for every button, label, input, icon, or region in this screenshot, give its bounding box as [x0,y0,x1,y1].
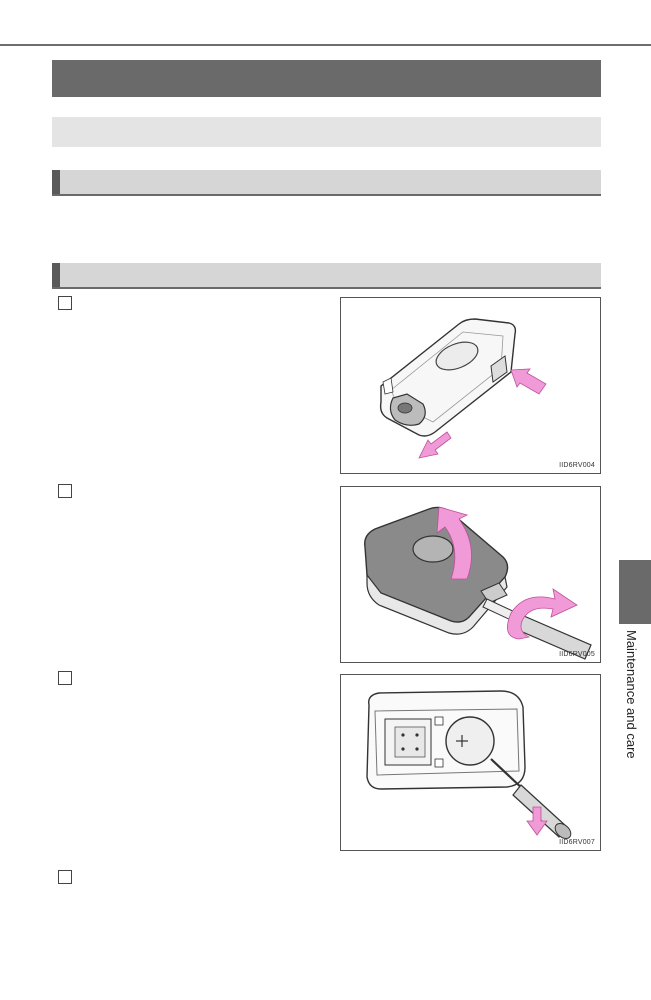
section-marker [52,170,60,194]
figure-battery-removal: IID6RV007 [340,674,601,851]
key-fob-illustration [364,506,509,635]
lift-arrow [436,506,472,580]
twist-arrow [507,588,578,640]
step-1-checkbox [58,296,72,310]
top-rule [0,44,651,46]
step-3-checkbox [58,671,72,685]
figure-code: IID6RV004 [559,462,595,469]
section-header-2 [52,263,601,289]
pull-arrow [418,431,452,459]
section-header-1 [52,170,601,196]
step-2-checkbox [58,484,72,498]
chapter-title-band [52,60,601,97]
chapter-tab-label: Maintenance and care [624,630,639,759]
figure-key-release: IID6RV004 [340,297,601,474]
chapter-tab [619,560,651,624]
key-fob-illustration [379,318,517,437]
step-4-checkbox [58,870,72,884]
figure-cover-removal: IID6RV005 [340,486,601,663]
subtitle-band [52,117,601,147]
push-arrow [510,368,547,395]
down-arrow [526,806,548,836]
figure-code: IID6RV005 [559,651,595,658]
section-marker [52,263,60,287]
key-fob-open-illustration [366,690,526,790]
figure-code: IID6RV007 [559,839,595,846]
